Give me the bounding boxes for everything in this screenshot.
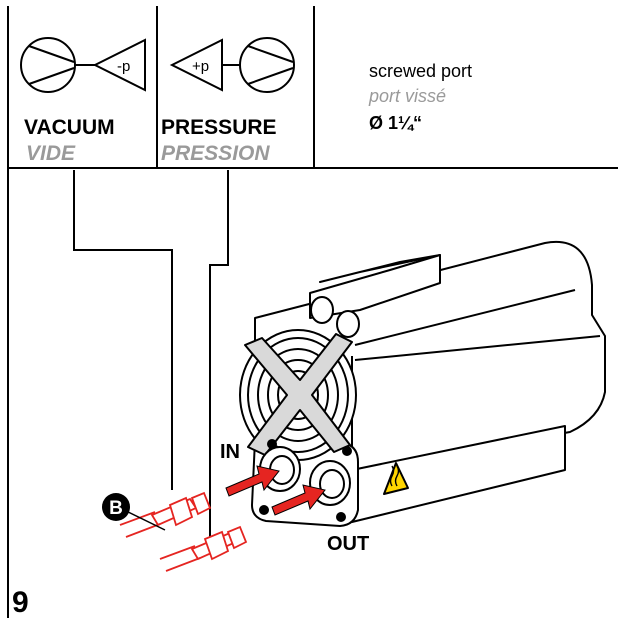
- hot-surface-warning-icon: [383, 462, 409, 495]
- vacuum-pump-symbol-icon: [20, 37, 146, 93]
- port-text-fr: port vissé: [368, 86, 446, 106]
- pressure-symbol-text: +p: [192, 58, 209, 75]
- connection-lines: [73, 170, 229, 543]
- outlet-fitting: [159, 525, 248, 572]
- in-label: IN: [220, 441, 240, 463]
- port-diameter: Ø 1¼“: [369, 113, 422, 133]
- port-text-en: screwed port: [369, 61, 472, 81]
- vacuum-label: VACUUM: [24, 116, 115, 139]
- step-number: 9: [12, 586, 29, 619]
- pressure-label: PRESSURE: [161, 116, 277, 139]
- out-label: OUT: [327, 533, 369, 555]
- legend-box: [7, 6, 618, 618]
- pressure-label-fr: PRESSION: [161, 142, 270, 165]
- callout-leader: [123, 509, 166, 531]
- pressure-pump-symbol-icon: [169, 37, 295, 93]
- flow-arrow-icon: [225, 465, 326, 516]
- vacuum-label-fr: VIDE: [26, 142, 76, 165]
- callout-b-badge: [102, 493, 130, 521]
- callout-b-label: B: [109, 498, 123, 519]
- vacuum-symbol-text: -p: [117, 58, 130, 75]
- inlet-fitting: [119, 491, 212, 538]
